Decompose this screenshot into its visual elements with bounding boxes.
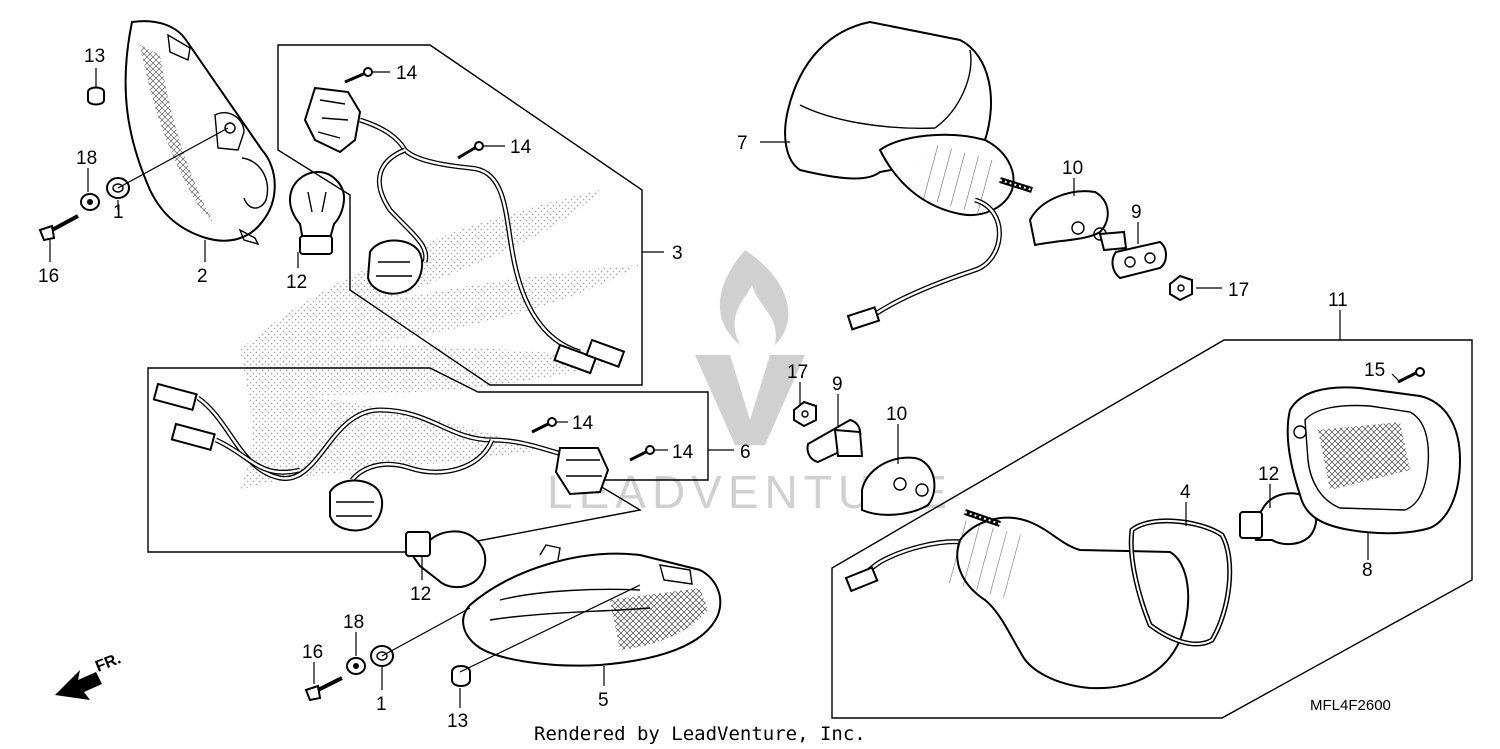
screw-16-lower	[304, 676, 343, 702]
harness-6	[152, 382, 610, 532]
screw-14-a	[344, 67, 373, 84]
callout-14: 14	[672, 442, 694, 463]
bracket-10-lower	[861, 456, 936, 516]
leader-lines	[49, 68, 1399, 708]
callout-14: 14	[572, 413, 594, 434]
gasket-4	[1128, 518, 1233, 647]
callout-labels: 13 18 1 16 2 12 14 14 3 14 14 6 12 18 16…	[38, 46, 1385, 732]
diagram-code: MFL4F2600	[1310, 697, 1391, 714]
callout-12: 12	[286, 272, 307, 293]
callout-12: 12	[410, 584, 431, 605]
callout-9: 9	[1131, 202, 1142, 223]
callout-10: 10	[886, 404, 907, 425]
stay-9-lower	[806, 418, 864, 464]
assembly-box-6	[147, 367, 709, 553]
stay-9-upper	[1098, 230, 1167, 280]
harness-3	[303, 86, 626, 375]
callout-17: 17	[787, 362, 808, 383]
callout-13: 13	[84, 46, 105, 67]
callout-2: 2	[197, 266, 208, 287]
callout-11: 11	[1328, 290, 1348, 311]
front-direction-arrow: FR.	[55, 650, 123, 700]
callout-3: 3	[672, 243, 683, 264]
callout-7: 7	[737, 133, 748, 154]
bulb-12-upper	[288, 170, 346, 255]
front-turn-signal-housing-5	[462, 544, 722, 667]
lens-8	[1286, 386, 1462, 535]
screw-14-c	[531, 417, 557, 434]
callout-13: 13	[447, 711, 468, 732]
rear-turn-signal-lower	[844, 509, 1190, 690]
nut-17-lower	[793, 400, 817, 428]
callout-10: 10	[1062, 158, 1083, 179]
callout-14: 14	[396, 63, 418, 84]
callout-9: 9	[832, 374, 843, 395]
washer-18-upper	[80, 193, 100, 211]
bulb-12-rear	[1239, 492, 1318, 546]
background-wing-logo	[240, 190, 640, 490]
callout-1: 1	[113, 202, 124, 223]
callout-18: 18	[76, 148, 97, 169]
render-credit: Rendered by LeadVenture, Inc.	[534, 723, 866, 745]
callout-4: 4	[1180, 482, 1191, 503]
callout-16: 16	[38, 266, 59, 287]
callout-18: 18	[343, 612, 364, 633]
callout-12: 12	[1258, 464, 1279, 485]
callout-16: 16	[302, 642, 323, 663]
callout-14: 14	[510, 137, 532, 158]
bulb-12-lower	[405, 530, 487, 588]
screw-15	[1397, 367, 1425, 384]
screw-14-d	[629, 445, 655, 462]
grommet-13-upper	[87, 86, 105, 106]
bracket-10-upper	[1028, 190, 1109, 247]
screw-14-b	[457, 141, 484, 160]
grommet-13-lower	[451, 665, 471, 687]
washer-18-lower	[346, 657, 366, 675]
callout-6: 6	[740, 442, 751, 463]
assembly-box-3	[277, 44, 643, 386]
front-indicator-label: FR.	[93, 650, 123, 675]
rear-turn-signal-7	[784, 20, 1033, 331]
assembly-box-11	[831, 339, 1473, 719]
callout-15: 15	[1364, 360, 1385, 381]
front-turn-signal-housing-2	[124, 20, 276, 246]
callout-17: 17	[1228, 280, 1249, 301]
callout-5: 5	[598, 690, 609, 711]
callout-8: 8	[1362, 560, 1373, 581]
nut-17-upper	[1169, 274, 1193, 302]
callout-1: 1	[376, 694, 387, 715]
screw-16-upper	[38, 214, 79, 242]
